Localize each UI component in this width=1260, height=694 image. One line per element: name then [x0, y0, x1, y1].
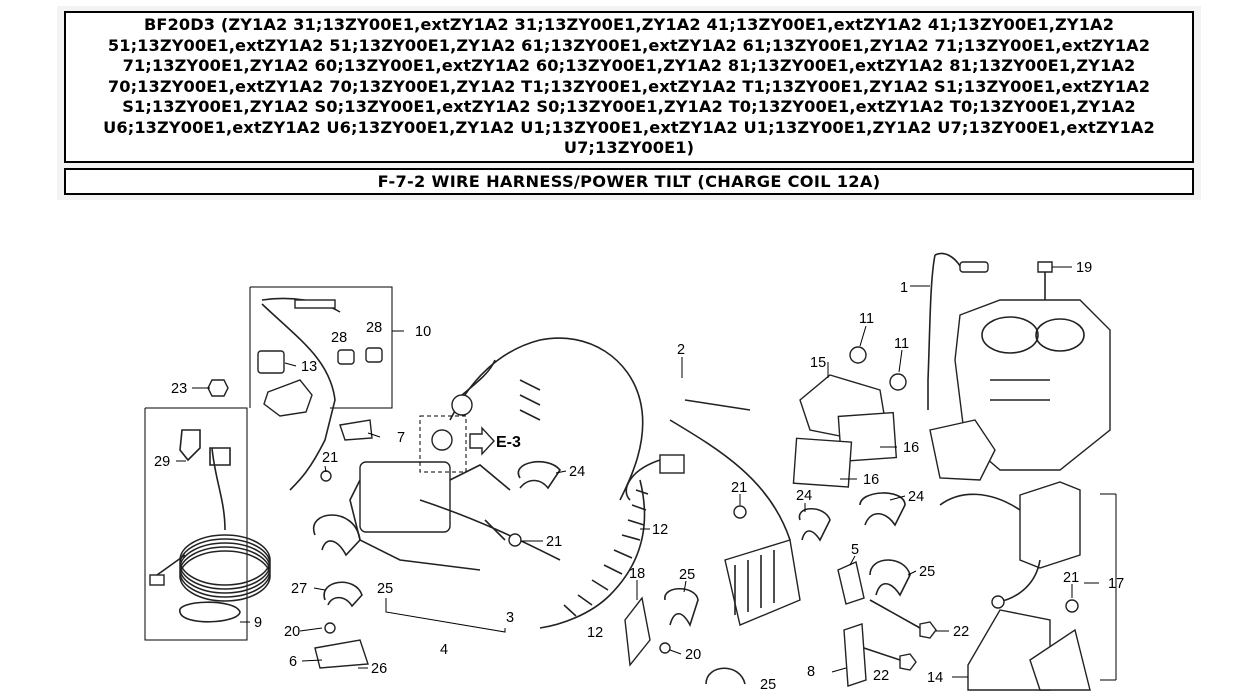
callout-22b: 22 [873, 668, 889, 684]
callout-3: 3 [506, 610, 514, 626]
callout-11b: 11 [894, 336, 909, 352]
callout-8: 8 [807, 664, 815, 680]
callout-12b: 12 [587, 625, 603, 641]
model-title-box: BF20D3 (ZY1A2 31;13ZY00E1,extZY1A2 31;13… [64, 11, 1194, 163]
callout-24b: 24 [796, 488, 812, 504]
callout-24a: 24 [569, 464, 585, 480]
callout-5: 5 [851, 542, 859, 558]
callout-17: 17 [1108, 576, 1124, 592]
callout-6: 6 [289, 654, 297, 670]
callout-20a: 20 [284, 624, 300, 640]
callout-25a: 25 [377, 581, 393, 597]
part-group-battery-cable [144, 286, 393, 641]
callout-25c: 25 [919, 564, 935, 580]
callout-21b: 21 [546, 534, 562, 550]
callout-7: 7 [397, 430, 405, 446]
callout-11a: 11 [859, 311, 874, 327]
callout-21a: 21 [322, 450, 338, 466]
callout-9: 9 [254, 615, 262, 631]
callout-25b: 25 [679, 567, 695, 583]
callout-28b: 28 [366, 320, 382, 336]
reference-e3-label: E-3 [496, 434, 521, 451]
callout-23: 23 [171, 381, 187, 397]
callout-28a: 28 [331, 330, 347, 346]
callout-16b: 16 [863, 472, 879, 488]
callout-2: 2 [677, 342, 685, 358]
callout-15: 15 [810, 355, 826, 371]
callout-24c: 24 [908, 489, 924, 505]
callout-29: 29 [154, 454, 170, 470]
part-group-engine-side [624, 252, 1111, 691]
section-title-box: F-7-2 WIRE HARNESS/POWER TILT (CHARGE CO… [64, 168, 1194, 195]
callout-22a: 22 [953, 624, 969, 640]
leader-lines [176, 266, 1117, 681]
callout-21c: 21 [731, 480, 747, 496]
callout-16a: 16 [903, 440, 919, 456]
callouts: 1 2 3 4 5 6 7 8 9 10 11 11 12 12 13 14 1… [154, 260, 1124, 693]
callout-26: 26 [371, 661, 387, 677]
callout-18: 18 [629, 566, 645, 582]
callout-13: 13 [301, 359, 317, 375]
callout-14: 14 [927, 670, 943, 686]
callout-21d: 21 [1063, 570, 1079, 586]
callout-27: 27 [291, 581, 307, 597]
reference-e3: E-3 [469, 426, 521, 456]
section-title: F-7-2 WIRE HARNESS/POWER TILT (CHARGE CO… [377, 172, 881, 191]
callout-12a: 12 [652, 522, 668, 538]
callout-10: 10 [415, 324, 431, 340]
callout-25d: 25 [760, 677, 776, 693]
callout-4: 4 [440, 642, 448, 658]
callout-20b: 20 [685, 647, 701, 663]
callout-1: 1 [900, 280, 908, 296]
part-group-main-harness [312, 337, 685, 669]
callout-19: 19 [1076, 260, 1092, 276]
model-title: BF20D3 (ZY1A2 31;13ZY00E1,extZY1A2 31;13… [103, 14, 1155, 158]
